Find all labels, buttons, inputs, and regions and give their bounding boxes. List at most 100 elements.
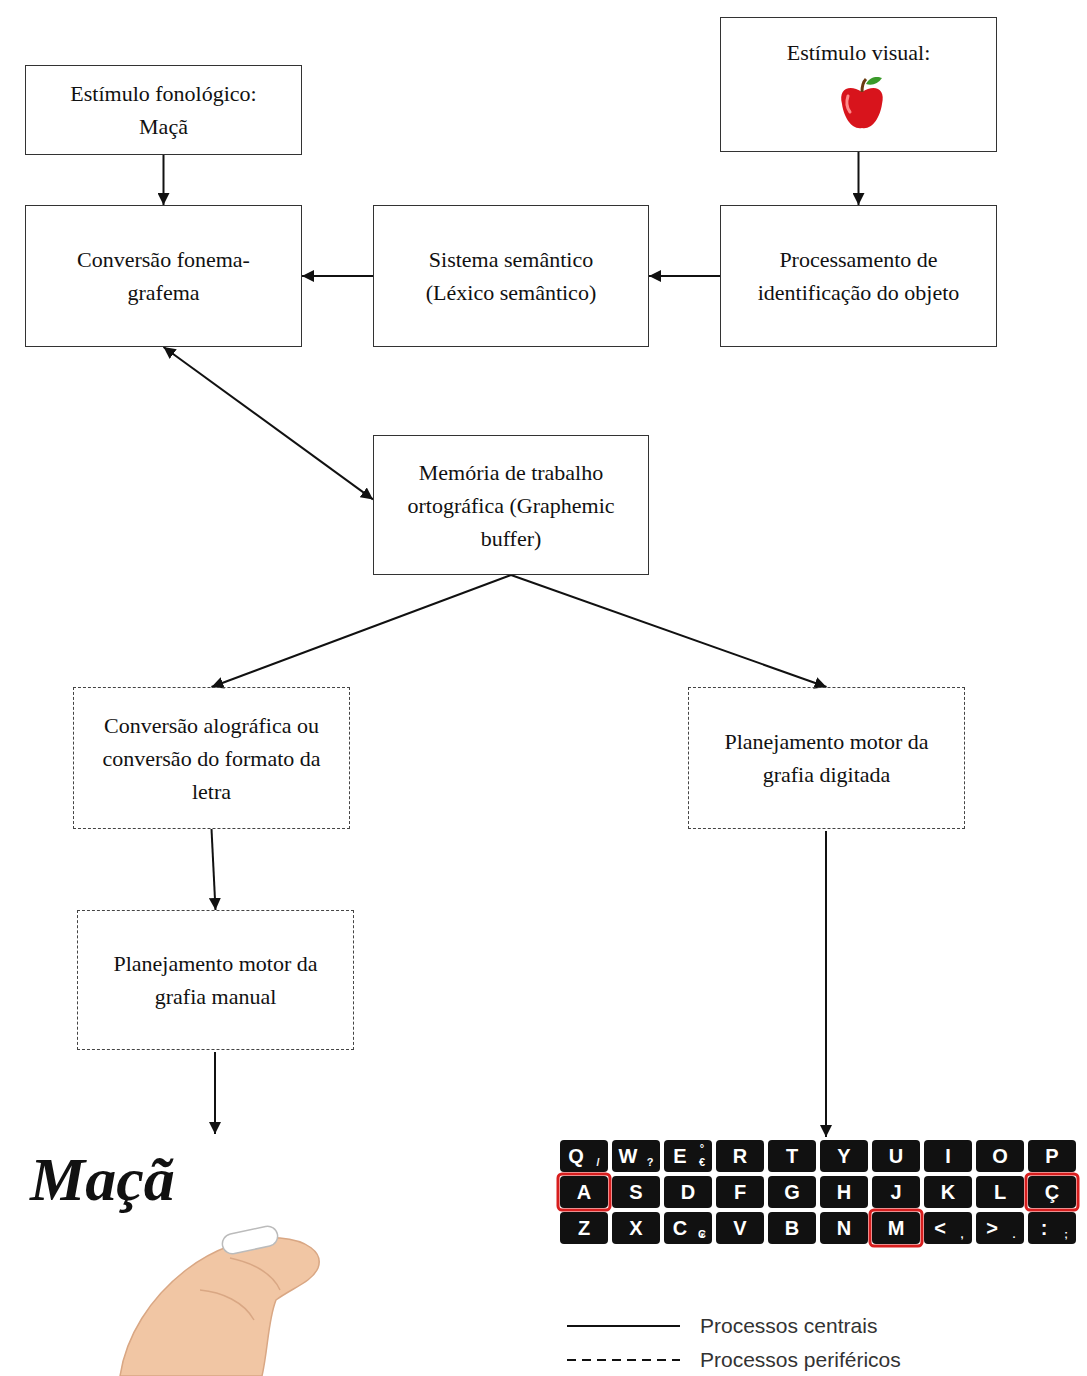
key-cap [1028,1140,1076,1172]
key-label: P [1028,1140,1076,1172]
box-text: Processamento de identificação do objeto [739,243,978,309]
key-label: . [1006,1227,1022,1242]
key-highlight [1026,1174,1078,1210]
peripheral-box: Planejamento motor da grafia manual [77,910,354,1050]
process-box: Sistema semântico (Léxico semântico) [373,205,649,347]
key-cap [560,1176,608,1208]
handwritten-word: Maçã [30,1136,175,1222]
key-cap [820,1176,868,1208]
key-cap [716,1212,764,1244]
key-label: ; [1058,1227,1074,1242]
key-cap [976,1140,1024,1172]
key-label: V [716,1212,764,1244]
flow-arrow [212,829,216,910]
key-cap [664,1176,712,1208]
key-cap [768,1176,816,1208]
hand-illustration [120,1224,319,1376]
key-label: B [768,1212,816,1244]
key-label: F [716,1176,764,1208]
key-label: , [954,1227,970,1242]
key-label: I [924,1140,972,1172]
key-cap [872,1140,920,1172]
key-label: ₢ [694,1227,710,1242]
key-cap [820,1212,868,1244]
stimulus-box: Estímulo fonológico: Maçã [25,65,302,155]
legend-text: Processos centrais [700,1314,877,1338]
flow-arrow [164,347,374,499]
hand-finger-line [230,1258,280,1290]
stimulus-box: Estímulo visual: [720,17,997,152]
legend-row: Processos centrais [566,1312,877,1340]
output-arrow [214,1052,216,1134]
apple-body [841,88,883,128]
process-box: Conversão fonema-grafema [25,205,302,347]
hand-palm [120,1238,319,1376]
box-text: Estímulo fonológico: Maçã [44,77,283,143]
legend-sample [566,1346,686,1374]
key-cap [976,1212,1024,1244]
box-text: Estímulo visual: [787,36,931,69]
legend-text: Processos periféricos [700,1348,901,1372]
key-label: L [976,1176,1024,1208]
apple-stem [862,79,866,92]
key-cap [560,1212,608,1244]
key-label: K [924,1176,972,1208]
legend-line [567,1325,680,1327]
key-cap [768,1212,816,1244]
key-label: ° [694,1142,710,1155]
legend-row: Processos periféricos [566,1346,901,1374]
hand-finger-line [200,1290,254,1320]
key-cap [924,1176,972,1208]
key-label: > [978,1212,1006,1244]
key-label: C [666,1212,694,1244]
key-label: < [926,1212,954,1244]
box-text: Planejamento motor da grafia digitada [707,725,946,791]
key-label: Ç [1028,1176,1076,1208]
box-text: Conversão fonema-grafema [44,243,283,309]
key-cap [664,1212,712,1244]
key-cap [872,1176,920,1208]
key-label: Z [560,1212,608,1244]
key-cap [560,1140,608,1172]
key-cap [612,1140,660,1172]
key-cap [976,1176,1024,1208]
key-cap [1028,1212,1076,1244]
key-label: M [872,1212,920,1244]
flow-arrow [511,575,827,687]
box-text: Planejamento motor da grafia manual [96,947,335,1013]
key-label: € [694,1155,710,1170]
apple-icon [841,77,883,128]
key-label: A [560,1176,608,1208]
box-text: Memória de trabalho ortográfica (Graphem… [392,456,630,555]
flow-arrow [858,152,860,205]
key-cap [612,1176,660,1208]
key-label: ? [642,1155,658,1170]
output-arrow [825,831,827,1137]
flow-arrow [649,275,720,277]
key-cap [820,1140,868,1172]
box-text: Conversão alográfica ou conversão do for… [92,709,331,808]
key-highlight [558,1174,610,1210]
key-label: Q [562,1140,590,1172]
apple-leaf [866,77,882,85]
key-cap [768,1140,816,1172]
flow-arrow [212,575,512,687]
key-cap [1028,1176,1076,1208]
key-label: H [820,1176,868,1208]
key-label: G [768,1176,816,1208]
peripheral-box: Conversão alográfica ou conversão do for… [73,687,350,829]
key-cap [924,1140,972,1172]
key-label: N [820,1212,868,1244]
pen [221,1224,280,1255]
buffer-box: Memória de trabalho ortográfica (Graphem… [373,435,649,575]
key-cap [664,1140,712,1172]
flow-arrow [163,155,165,205]
process-box: Processamento de identificação do objeto [720,205,997,347]
key-label: S [612,1176,660,1208]
peripheral-box: Planejamento motor da grafia digitada [688,687,965,829]
key-label: R [716,1140,764,1172]
key-label: T [768,1140,816,1172]
legend-sample [566,1312,686,1340]
legend-line [567,1359,680,1361]
key-label: U [872,1140,920,1172]
